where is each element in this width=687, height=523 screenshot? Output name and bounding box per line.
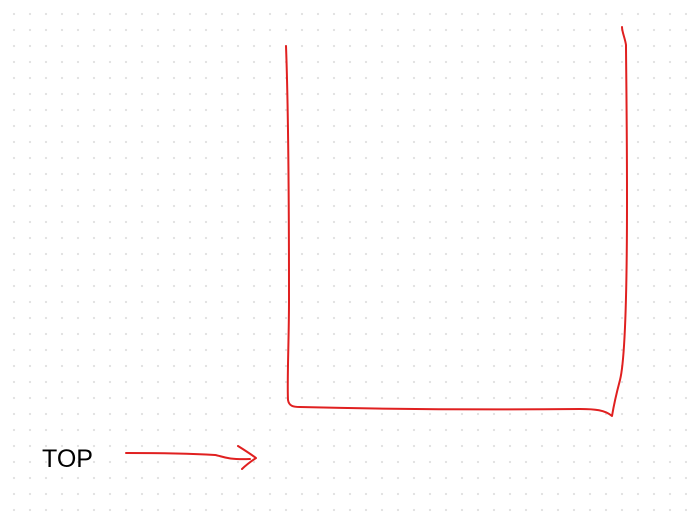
arrow-right[interactable] — [125, 445, 257, 470]
u-shape-outline[interactable] — [285, 26, 628, 417]
top-label[interactable]: TOP — [42, 445, 93, 473]
